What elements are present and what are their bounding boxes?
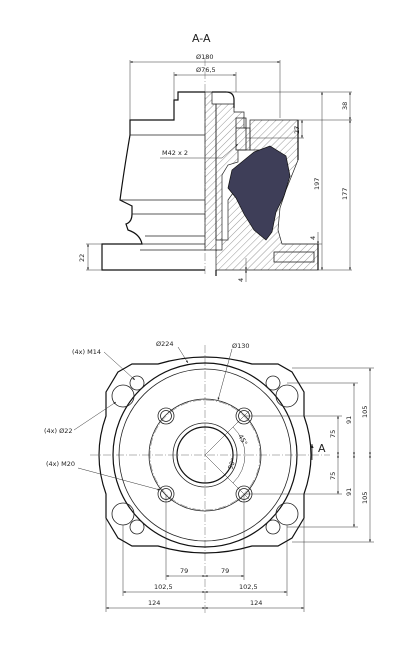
label-d130: Ø130 [232,342,250,350]
label-v91b: 91 [345,488,353,496]
leader-d130 [217,348,233,401]
plan-view: 45° 90° (4x) M14 Ø224 Ø130 (4x) Ø22 (4x)… [44,340,374,615]
label-v75a: 75 [329,430,337,438]
angle-line-90 [204,454,251,501]
leader-d224 [177,346,189,364]
m20-hole [157,407,175,425]
label-d76: Ø76,5 [196,66,216,74]
outer-circle-d224 [112,362,298,548]
circle-d130 [148,398,262,512]
m20-hole-core [160,410,172,422]
label-h1025a: 102,5 [154,583,173,591]
label-h197: 197 [313,178,321,190]
left-exterior-outline [101,91,205,271]
label-arrow-a: A [318,442,326,455]
label-a90: 90° [226,457,237,471]
label-h4b: 4 [237,278,245,282]
label-h27: 27 [293,126,301,134]
label-v105a: 105 [361,406,369,418]
outer-circle-inner-edge [118,368,292,542]
label-h124b: 124 [250,599,262,607]
label-thread: M42 x 2 [162,149,188,157]
label-v75b: 75 [329,472,337,480]
leader-thread-arrow [221,143,239,159]
flange-outline [98,356,312,554]
leader-m14 [103,351,136,381]
lug-hole-m14 [129,519,145,535]
leader-d22 [73,401,117,431]
label-h1025b: 102,5 [239,583,258,591]
center-bore-outer [172,422,238,488]
lug-hole-m14 [265,519,281,535]
label-d180: Ø180 [196,53,214,61]
label-h124a: 124 [148,599,160,607]
label-d22: (4x) Ø22 [44,427,73,435]
label-h79b: 79 [221,567,229,575]
label-d224: Ø224 [156,340,174,348]
base-slot [273,251,315,263]
leader-m20 [77,467,161,491]
lug-hole-d22 [275,384,299,408]
rubber-element [227,145,291,241]
lug-hole-m14 [265,375,281,391]
label-h177: 177 [341,188,349,200]
label-v105b: 105 [361,492,369,504]
lug-hole-m14 [129,375,145,391]
label-a45: 45° [236,433,249,447]
angle-arc-45 [232,426,246,456]
bolt-pitch-circle [149,399,261,511]
bolt-bore [235,117,247,151]
label-h4r: 4 [309,236,317,240]
label-m20: (4x) M20 [46,460,75,468]
label-h22: 22 [78,254,86,262]
lug-hole-d22 [275,502,299,526]
section-view: A-A Ø180 Ø76,5 [78,32,352,282]
angle-line-45 [204,409,251,456]
center-bore-inner [176,426,234,484]
lug-hole-d22 [111,502,135,526]
label-m14: (4x) M14 [72,348,101,356]
angle-arc-90 [232,454,246,484]
label-v91a: 91 [345,416,353,424]
right-exterior-outline [215,120,319,276]
label-h79a: 79 [180,567,188,575]
inner-core-section [204,91,217,251]
label-h38: 38 [341,102,349,110]
lug-hole-d22 [111,384,135,408]
section-title: A-A [192,32,211,45]
